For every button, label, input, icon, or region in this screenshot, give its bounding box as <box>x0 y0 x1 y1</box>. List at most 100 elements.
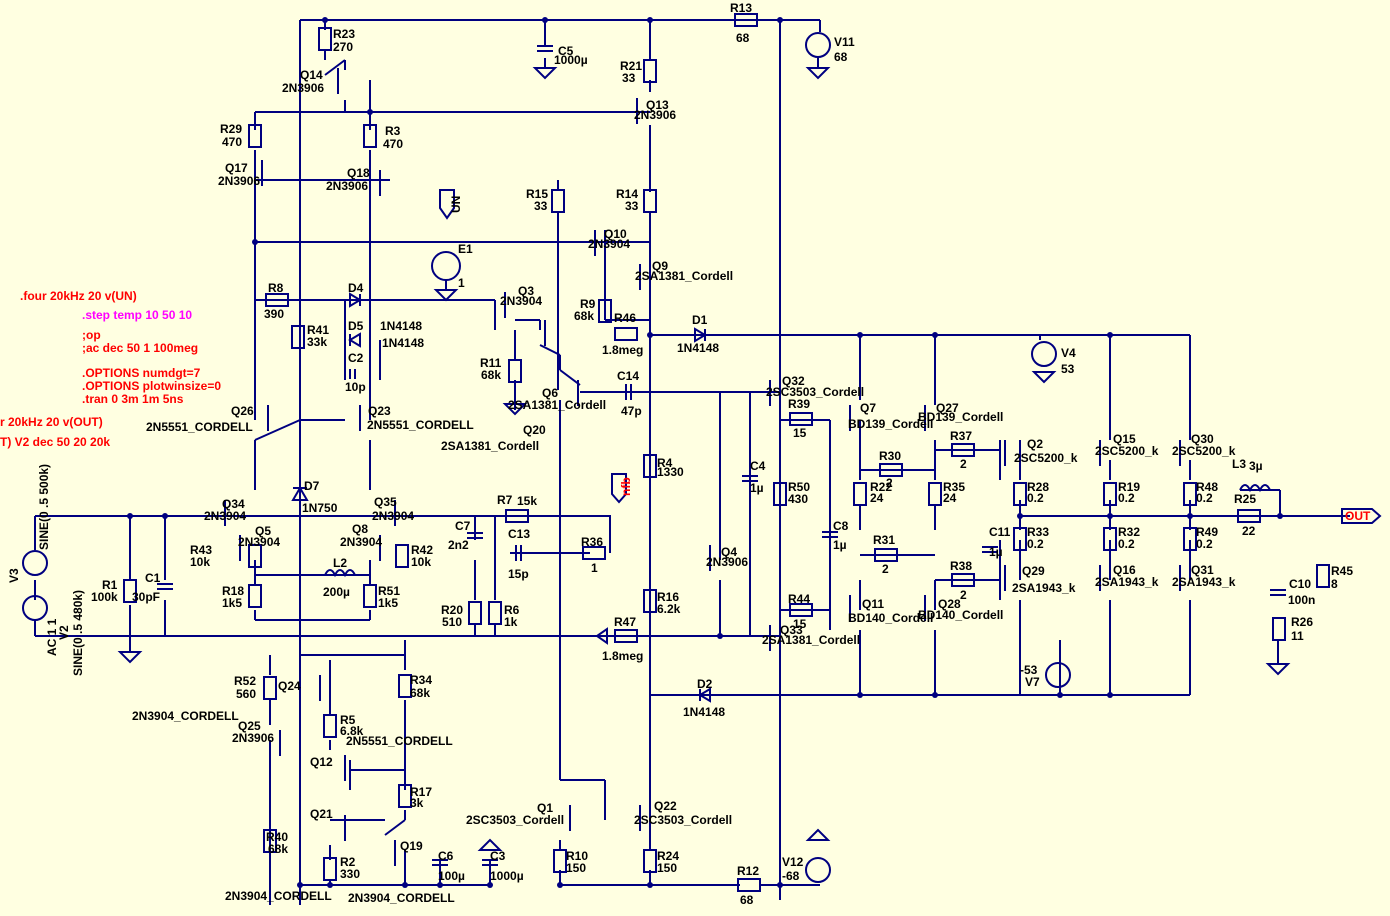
value-r12: 68 <box>740 893 754 907</box>
label-e1: E1 <box>458 242 473 256</box>
label-c3: C3 <box>490 849 506 863</box>
value-d2: 1N4148 <box>683 705 725 719</box>
label-q14: Q14 <box>300 68 323 82</box>
label-c1: C1 <box>145 571 161 585</box>
label-r51: R51 <box>378 584 400 598</box>
label-r13: R13 <box>730 1 752 15</box>
label-r4: R4 <box>657 456 673 470</box>
value-r34: 68k <box>410 686 430 700</box>
value-c11: 1µ <box>989 545 1003 559</box>
label-out: OUT <box>1345 509 1371 523</box>
value-q7: BD139_Cordell <box>848 417 933 431</box>
value-q19: 2N3904_CORDELL <box>348 891 455 905</box>
value-q23: 2N5551_CORDELL <box>367 418 474 432</box>
value-q15: 2SC5200_k <box>1095 444 1159 458</box>
label-r23: R23 <box>333 27 355 41</box>
value-r19: 0.2 <box>1118 491 1135 505</box>
value-r45: 8 <box>1331 577 1338 591</box>
label-r8: R8 <box>268 281 284 295</box>
label-v2: V2 <box>57 625 71 640</box>
label-q30: Q30 <box>1191 432 1214 446</box>
label-q31: Q31 <box>1191 563 1214 577</box>
label-q18: Q18 <box>347 166 370 180</box>
value-c1: 30pF <box>132 590 160 604</box>
label-r1: R1 <box>102 578 118 592</box>
value-q35: 2N3904 <box>372 509 414 523</box>
label-r42: R42 <box>411 543 433 557</box>
value-r49: 0.2 <box>1196 537 1213 551</box>
value-c10: 100n <box>1288 593 1315 607</box>
value-q29: 2SA1943_k <box>1012 581 1076 595</box>
label-q25: Q25 <box>238 719 261 733</box>
label-q19: Q19 <box>400 839 423 853</box>
value-r35: 24 <box>943 491 957 505</box>
label-q26: Q26 <box>231 404 254 418</box>
label-r5: R5 <box>340 713 356 727</box>
value-q3: 2N3904 <box>500 294 542 308</box>
label-q27: Q27 <box>936 401 959 415</box>
value-r24: 150 <box>657 861 677 875</box>
label-r25: R25 <box>1234 492 1256 506</box>
label-r22: R22 <box>870 480 892 494</box>
value-r18: 1k5 <box>222 596 242 610</box>
label-d1: D1 <box>692 313 708 327</box>
value-q34: 2N3904 <box>204 509 246 523</box>
directive-ac-v2: T) V2 dec 50 20 20k <box>0 435 110 449</box>
label-r32: R32 <box>1118 525 1140 539</box>
value-l2: 200µ <box>323 585 350 599</box>
value-d1: 1N4148 <box>677 341 719 355</box>
value-d4: 1N4148 <box>380 319 422 333</box>
directive-four-out: r 20kHz 20 v(OUT) <box>0 415 103 429</box>
value-r26: 11 <box>1291 629 1304 643</box>
label-r15: R15 <box>526 187 548 201</box>
value-c7: 2n2 <box>448 538 469 552</box>
value-q27: BD139_Cordell <box>918 410 1003 424</box>
directive-four: .four 20kHz 20 v(UN) <box>20 289 137 303</box>
directive-ac: ;ac dec 50 1 100meg <box>82 341 198 355</box>
value-q8: 2N3904 <box>340 535 382 549</box>
label-q2: Q2 <box>1027 437 1043 451</box>
value-v2: SINE(0 .5 480k) <box>71 590 85 676</box>
value-v11: 68 <box>834 50 848 64</box>
value-r22: 24 <box>870 491 884 505</box>
value-c8: 1µ <box>833 538 847 552</box>
label-r17: R17 <box>410 785 432 799</box>
value-q24: 2N3904_CORDELL <box>132 709 239 723</box>
value-c14: 47p <box>621 404 642 418</box>
label-d2: D2 <box>697 677 713 691</box>
label-q1: Q1 <box>537 801 553 815</box>
value-l3: 3µ <box>1249 459 1263 473</box>
label-r29: R29 <box>220 122 242 136</box>
label-c2: C2 <box>348 351 364 365</box>
label-q4: Q4 <box>721 545 737 559</box>
value-q14: 2N3906 <box>282 81 324 95</box>
label-r20: R20 <box>441 603 463 617</box>
value-r48: 0.2 <box>1196 491 1213 505</box>
label-r52: R52 <box>234 674 256 688</box>
value-q25: 2N3906 <box>232 731 274 745</box>
value-q11: BD140_Cordell <box>848 611 933 625</box>
label-r36: R36 <box>581 535 603 549</box>
label-r34: R34 <box>410 673 432 687</box>
value-r20: 510 <box>442 615 462 629</box>
label-r21: R21 <box>620 59 642 73</box>
value-r36: 1 <box>591 561 598 575</box>
label-r3: R3 <box>385 124 401 138</box>
value-q4: 2N3906 <box>706 555 748 569</box>
label-r28: R28 <box>1027 480 1049 494</box>
value-r4: 1330 <box>657 465 684 479</box>
value-q26: 2N5551_CORDELL <box>146 420 253 434</box>
label-q11: Q11 <box>862 597 884 611</box>
label-v3: V3 <box>7 568 21 583</box>
value-q13: 2N3906 <box>634 108 676 122</box>
value-r14: 33 <box>625 199 639 213</box>
value-r47: 1.8meg <box>602 649 643 663</box>
value-r50: 430 <box>788 492 808 506</box>
label-c13: C13 <box>508 527 530 541</box>
value-r37: 2 <box>960 457 967 471</box>
label-r7: R7 <box>497 493 513 507</box>
value-c13: 15p <box>508 567 529 581</box>
label-r44: R44 <box>788 592 810 606</box>
label-l2: L2 <box>333 556 347 570</box>
